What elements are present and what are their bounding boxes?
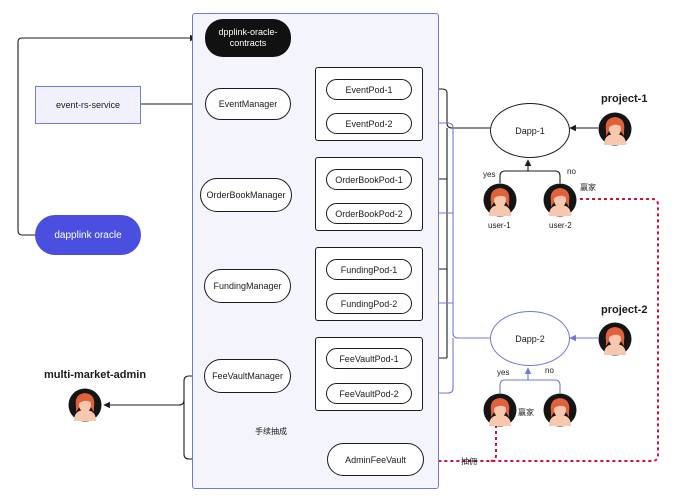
event-rs-service-node[interactable]: event-rs-service [35, 86, 141, 124]
orderbook-manager-node[interactable]: OrderBookManager [200, 178, 292, 212]
commission-label: 抽佣 [461, 457, 477, 466]
no-label-1: no [567, 167, 576, 176]
yes-label-1: yes [483, 170, 496, 179]
funding-manager-node[interactable]: FundingManager [204, 269, 291, 303]
project-1-title: project-1 [601, 93, 648, 105]
project-2-avatar-icon [598, 322, 632, 356]
project-2-title: project-2 [601, 304, 648, 316]
funding-pod-2-node[interactable]: FundingPod-2 [326, 293, 412, 314]
dapplink-oracle-node[interactable]: dapplink oracle [35, 215, 141, 255]
no-label-2: no [545, 366, 554, 375]
yes-label-2: yes [497, 368, 510, 377]
user-1-avatar-icon [483, 183, 517, 217]
user-1-label: user-1 [488, 221, 511, 230]
feevault-manager-node[interactable]: FeeVaultManager [204, 359, 291, 393]
winner-label-2: 赢家 [518, 408, 534, 417]
user-2-avatar-icon [543, 183, 577, 217]
fee-commission-label: 手续抽成 [255, 427, 287, 436]
orderbook-pod-2-node[interactable]: OrderBookPod-2 [326, 203, 412, 224]
event-pod-1-node[interactable]: EventPod-1 [326, 79, 412, 100]
user-2-label: user-2 [549, 221, 572, 230]
multi-market-admin-title: multi-market-admin [44, 369, 147, 381]
funding-pod-1-node[interactable]: FundingPod-1 [326, 259, 412, 280]
project-2-user-1-avatar-icon [483, 393, 517, 427]
admin-avatar-icon [68, 388, 102, 422]
winner-label-1: 赢家 [580, 183, 596, 192]
contracts-node[interactable]: dpplink-oracle- contracts [205, 19, 291, 57]
event-pod-2-node[interactable]: EventPod-2 [326, 113, 412, 134]
dapp-2-node[interactable]: Dapp-2 [490, 311, 570, 366]
admin-fee-vault-node[interactable]: AdminFeeVault [327, 443, 424, 476]
project-2-user-2-avatar-icon [543, 393, 577, 427]
feevault-pod-2-node[interactable]: FeeVaultPod-2 [326, 383, 412, 404]
orderbook-pod-1-node[interactable]: OrderBookPod-1 [326, 169, 412, 190]
project-1-avatar-icon [598, 112, 632, 146]
feevault-pod-1-node[interactable]: FeeVaultPod-1 [326, 348, 412, 369]
oracle-to-contracts-line [17, 34, 197, 236]
dapp-1-node[interactable]: Dapp-1 [490, 103, 570, 158]
event-manager-node[interactable]: EventManager [205, 88, 291, 120]
